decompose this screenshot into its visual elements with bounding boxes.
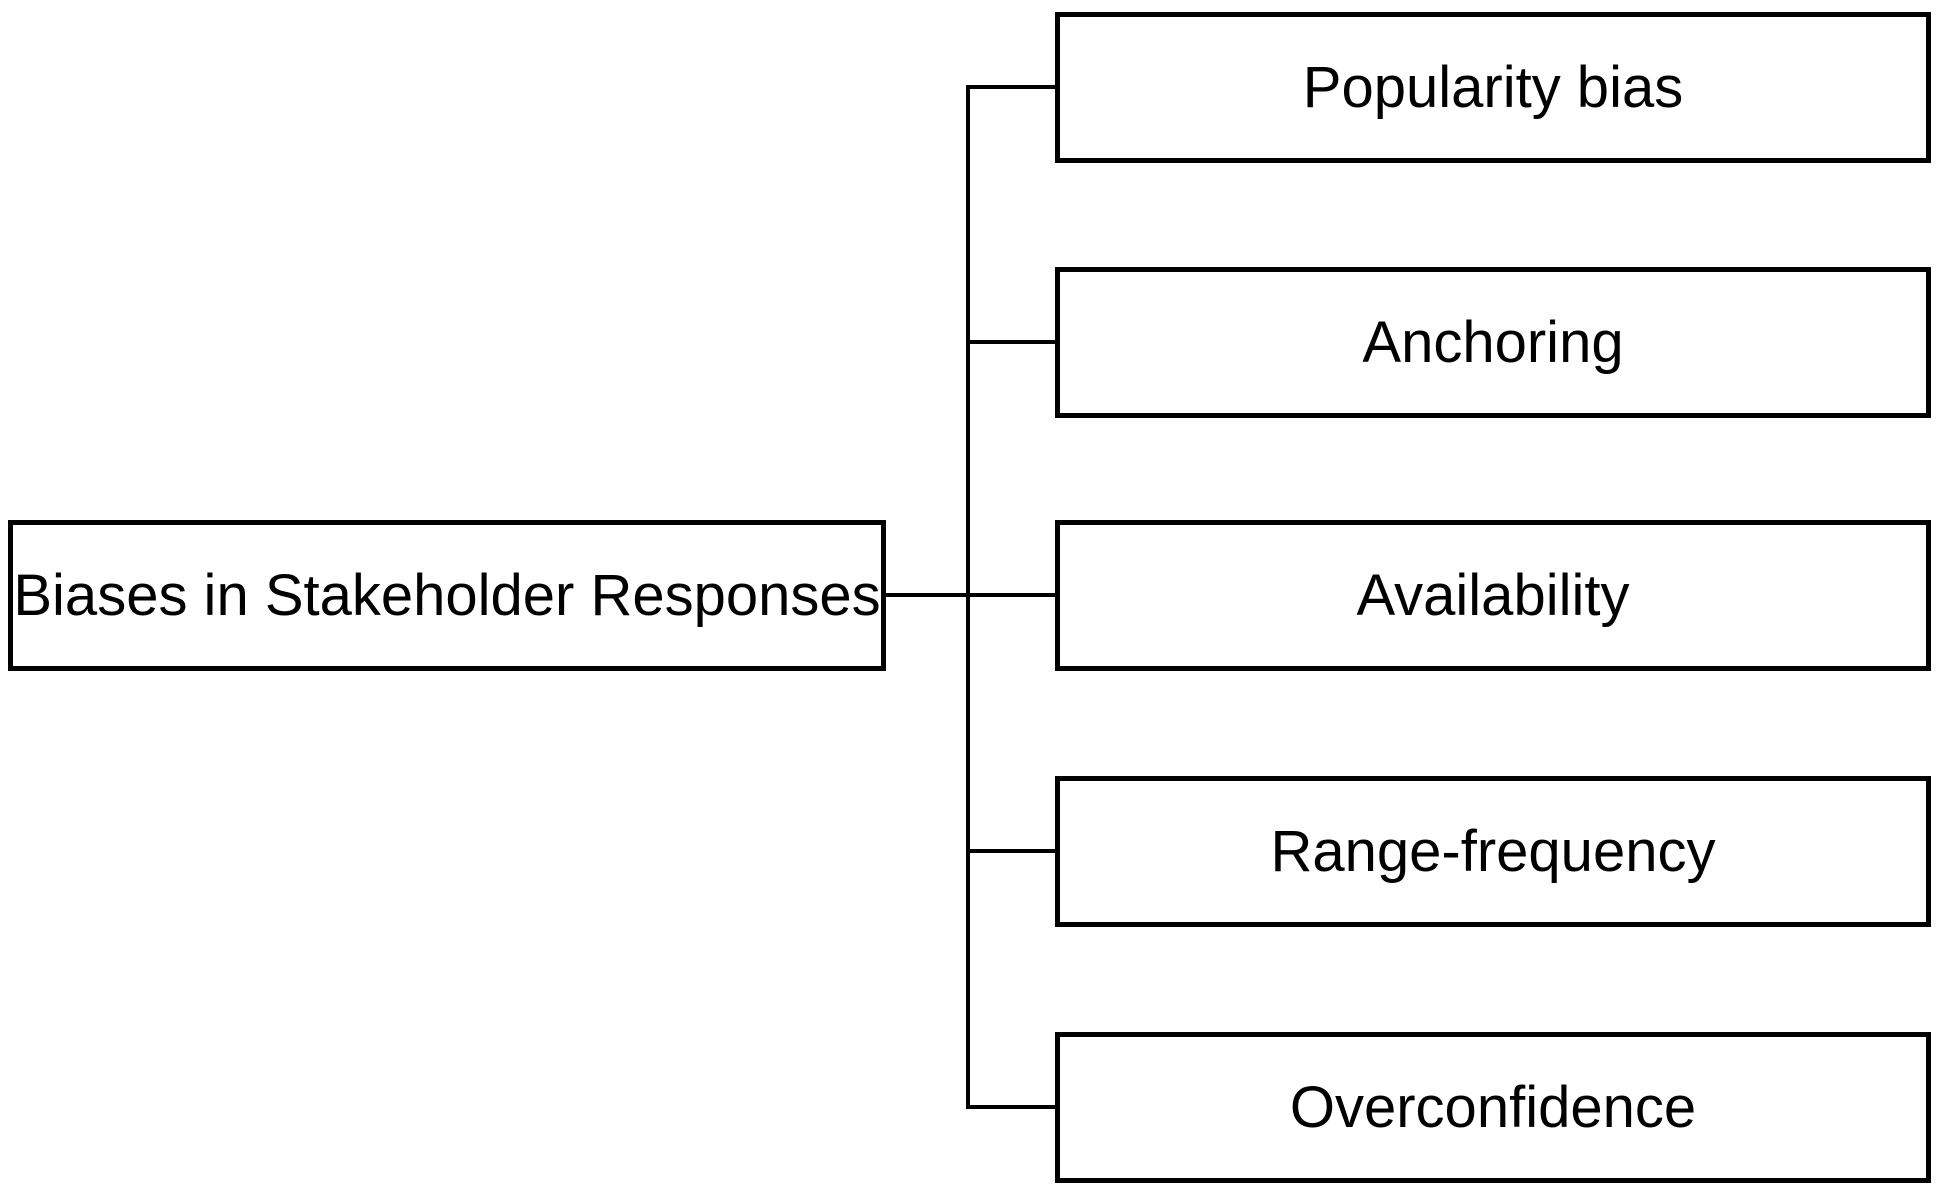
connector-branch-anchoring — [966, 340, 1059, 344]
node-availability: Availability — [1055, 520, 1931, 671]
node-root-label: Biases in Stakeholder Responses — [13, 562, 881, 628]
node-range-frequency-label: Range-frequency — [1270, 818, 1716, 884]
connector-trunk — [966, 85, 970, 1109]
node-anchoring-label: Anchoring — [1362, 309, 1624, 375]
node-popularity-bias-label: Popularity bias — [1302, 54, 1684, 120]
connector-root-to-trunk — [884, 593, 970, 597]
connector-branch-overconfidence — [966, 1105, 1059, 1109]
connector-branch-availability — [966, 593, 1059, 597]
node-overconfidence-label: Overconfidence — [1289, 1074, 1697, 1140]
connector-branch-popularity-bias — [966, 85, 1059, 89]
node-popularity-bias: Popularity bias — [1055, 12, 1931, 163]
node-root-biases: Biases in Stakeholder Responses — [8, 520, 886, 671]
node-anchoring: Anchoring — [1055, 267, 1931, 418]
node-overconfidence: Overconfidence — [1055, 1032, 1931, 1183]
node-availability-label: Availability — [1356, 562, 1630, 628]
node-range-frequency: Range-frequency — [1055, 776, 1931, 927]
connector-branch-range-frequency — [966, 849, 1059, 853]
